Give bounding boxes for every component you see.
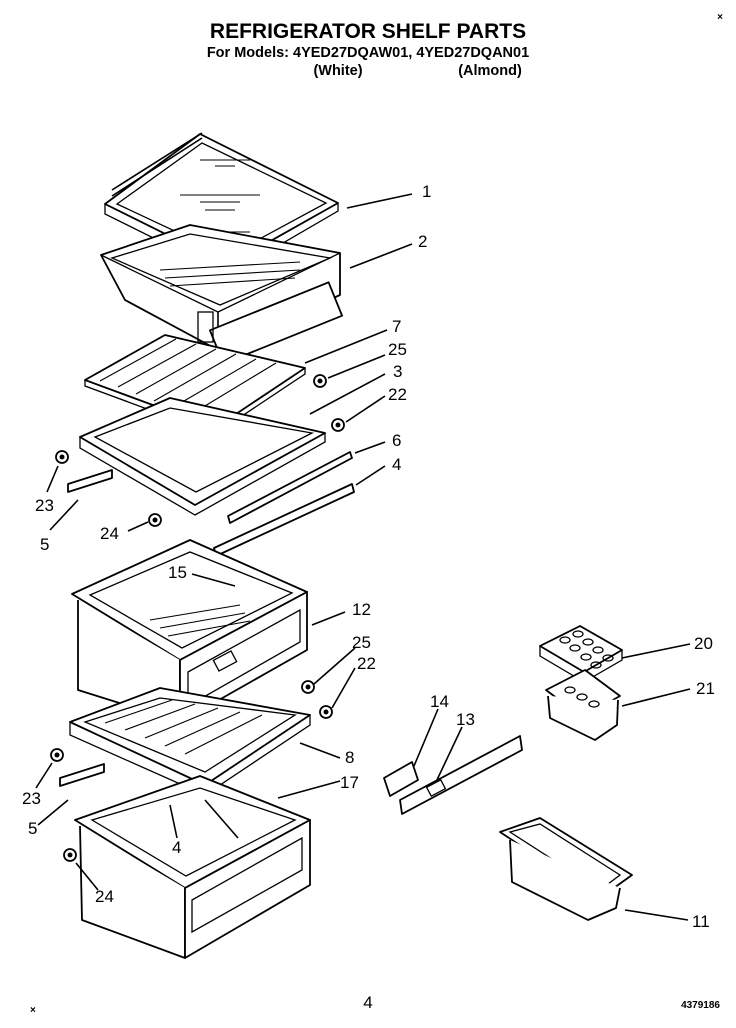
callout-21: 21 xyxy=(696,679,715,698)
egg-tray-part xyxy=(539,625,623,683)
callout-4-lower: 4 xyxy=(172,838,181,857)
shelf-rails-part xyxy=(59,451,355,787)
meat-pan-part xyxy=(100,224,343,365)
callout-17: 17 xyxy=(340,773,359,792)
callout-7: 7 xyxy=(392,317,401,336)
egg-bin-part xyxy=(545,669,621,741)
callout-labels: 1 2 7 25 3 22 6 4 23 5 24 15 12 25 22 8 … xyxy=(22,182,715,931)
callout-22-upper: 22 xyxy=(388,385,407,404)
callout-3: 3 xyxy=(393,362,402,381)
callout-24-lower: 24 xyxy=(95,887,114,906)
callout-13: 13 xyxy=(456,710,475,729)
callout-14: 14 xyxy=(430,692,449,711)
models-line: For Models: 4YED27DQAW01, 4YED27DQAN01 xyxy=(207,45,529,61)
callout-5-lower: 5 xyxy=(28,819,37,838)
callout-24-upper: 24 xyxy=(100,524,119,543)
callout-20: 20 xyxy=(694,634,713,653)
callout-15: 15 xyxy=(168,563,187,582)
callout-25-upper: 25 xyxy=(388,340,407,359)
corner-mark-bottom: × xyxy=(30,1005,36,1016)
page-number: 4 xyxy=(363,993,372,1012)
callout-25-lower: 25 xyxy=(352,633,371,652)
callout-12: 12 xyxy=(352,600,371,619)
callout-23-upper: 23 xyxy=(35,496,54,515)
callout-5-upper: 5 xyxy=(40,535,49,554)
part-number: 4379186 xyxy=(681,1000,720,1011)
callout-1: 1 xyxy=(422,182,431,201)
callout-6: 6 xyxy=(392,431,401,450)
shelf-frame-part xyxy=(79,397,326,516)
callout-22-lower: 22 xyxy=(357,654,376,673)
variant-almond: (Almond) xyxy=(458,63,522,79)
callout-11: 11 xyxy=(692,912,710,931)
bracket-strip-part xyxy=(383,735,523,815)
callout-2: 2 xyxy=(418,232,427,251)
corner-mark-top: × xyxy=(717,12,723,23)
callout-8: 8 xyxy=(345,748,354,767)
callout-23-lower: 23 xyxy=(22,789,41,808)
variant-white: (White) xyxy=(313,63,362,79)
door-bin-part xyxy=(499,817,633,921)
diagram-title: REFRIGERATOR SHELF PARTS xyxy=(210,20,526,43)
bottom-drawer-part xyxy=(74,775,311,959)
leader-lines xyxy=(35,193,691,921)
callout-4-upper: 4 xyxy=(392,455,401,474)
